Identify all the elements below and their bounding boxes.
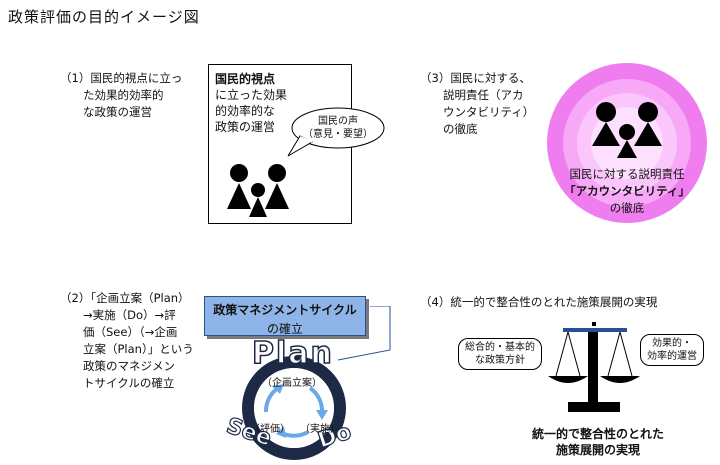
accountability-line-2: 「アカウンタビリティ」	[564, 184, 690, 198]
cycle-see-sub: （評価）	[250, 424, 290, 435]
citizen-perspective-bold: 国民的視点	[215, 72, 276, 86]
section-3-caption: （3）国民に対する、 説明責任（アカ ウンタビリティ） の徹底	[420, 71, 535, 136]
scale-caption: 統一的で整合性のとれた 施策展開の実現	[531, 427, 664, 457]
section-2-caption: （2）「企画立案（Plan） →実施（Do）→評 価（See）（→企画 立案（P…	[60, 291, 194, 390]
voice-bubble-text: 国民の声 （意見・要望）	[303, 116, 373, 140]
accountability-circle	[547, 63, 707, 223]
cycle-plan-label: Plan	[251, 335, 334, 372]
connector-line	[337, 306, 391, 361]
scale-right-label: 効果的・ 効率的運営	[640, 334, 704, 366]
accountability-line-3: の徹底	[609, 201, 645, 215]
management-cycle-title: 政策マネジメントサイクル	[213, 303, 357, 317]
cycle-do-sub: （実施）	[300, 424, 340, 435]
accountability-text: 国民に対する説明責任 「アカウンタビリティ」 の徹底	[544, 166, 710, 217]
pdca-cycle-diagram	[242, 356, 346, 460]
management-cycle-subtitle: の確立	[266, 322, 303, 336]
voice-bubble-icon	[287, 107, 385, 157]
accountability-line-1: 国民に対する説明責任	[569, 167, 685, 181]
management-cycle-box: 政策マネジメントサイクル の確立	[204, 296, 366, 336]
scale-left-label: 総合的・基本的 な政策方針	[458, 338, 542, 370]
section-4-caption: （4）統一的で整合性のとれた施策展開の実現	[420, 295, 658, 309]
citizen-perspective-rest: に立った効果 的効率的な 政策の運営	[215, 88, 288, 134]
cycle-plan-sub: （企画立案）	[262, 378, 322, 389]
people-illustration	[227, 164, 289, 217]
page-title: 政策評価の目的イメージ図	[8, 8, 200, 26]
balance-scale-icon	[548, 322, 640, 412]
citizen-perspective-text: 国民的視点に立った効果 的効率的な 政策の運営	[215, 71, 287, 135]
section-1-caption: （1）国民的視点に立っ た効果的効率的 な政策の運営	[60, 71, 183, 119]
